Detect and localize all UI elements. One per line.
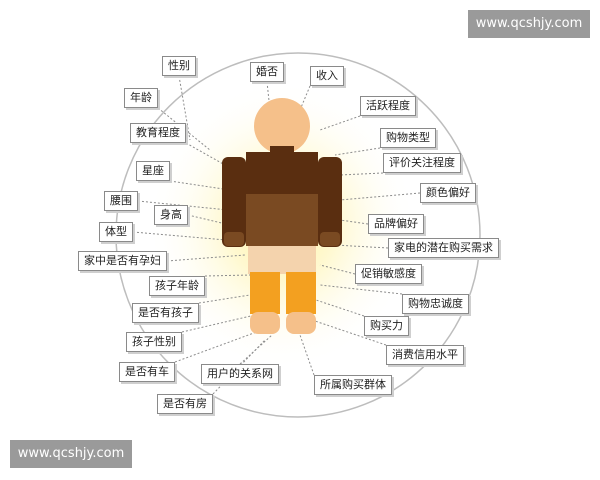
label-purchase-group: 所属购买群体 <box>314 375 392 395</box>
connector-line <box>174 329 263 363</box>
connector-line <box>132 231 227 241</box>
label-appliance-needs: 家电的潜在购买需求 <box>388 238 499 258</box>
connector-line <box>319 284 403 295</box>
connector-line <box>339 172 384 176</box>
person-right-foot <box>286 312 316 334</box>
person-left-leg <box>250 272 280 314</box>
watermark-top: www.qcshjy.com <box>468 10 590 38</box>
label-age: 年龄 <box>124 88 158 108</box>
label-education: 教育程度 <box>130 123 186 143</box>
label-income: 收入 <box>310 66 344 86</box>
label-has-car: 是否有车 <box>119 362 175 382</box>
label-gender: 性别 <box>162 56 196 76</box>
label-body-type: 体型 <box>99 222 133 242</box>
person-left-hand <box>224 232 244 246</box>
connector-line <box>339 219 369 225</box>
person-right-arm <box>318 157 342 247</box>
connector-lines <box>132 75 421 395</box>
label-has-child: 是否有孩子 <box>132 303 199 323</box>
person-shorts <box>248 246 316 274</box>
connector-line <box>266 81 271 111</box>
person-right-leg <box>286 272 316 314</box>
person-head <box>254 98 310 154</box>
connector-line <box>198 294 251 304</box>
person-right-hand <box>320 232 340 246</box>
connector-line <box>334 147 381 156</box>
connector-line <box>299 85 311 111</box>
connector-line <box>181 314 256 333</box>
label-marital-status: 婚否 <box>250 62 284 82</box>
label-child-age: 孩子年龄 <box>149 276 205 296</box>
connector-line <box>334 244 389 249</box>
connector-line <box>339 192 421 201</box>
connector-line <box>204 274 251 277</box>
person-left-foot <box>250 312 280 334</box>
label-pregnant-member: 家中是否有孕妇 <box>78 251 167 271</box>
label-purchasing-power: 购买力 <box>364 316 409 336</box>
label-waist: 腰围 <box>104 191 138 211</box>
watermark-bottom: www.qcshjy.com <box>10 440 132 468</box>
connector-line <box>185 142 226 166</box>
label-activity-level: 活跃程度 <box>360 96 416 116</box>
connector-line <box>187 214 231 226</box>
label-brand-preference: 品牌偏好 <box>368 214 424 234</box>
person-figure <box>222 98 342 334</box>
connector-line <box>319 115 361 131</box>
label-zodiac: 星座 <box>136 161 170 181</box>
label-child-gender: 孩子性别 <box>126 332 182 352</box>
label-has-house: 是否有房 <box>157 394 213 414</box>
label-user-relations: 用户的关系网 <box>201 364 279 384</box>
label-promo-sensitivity: 促销敏感度 <box>355 264 422 284</box>
label-shopping-loyalty: 购物忠诚度 <box>402 294 469 314</box>
connector-line <box>299 334 315 376</box>
label-color-preference: 颜色偏好 <box>420 183 476 203</box>
connector-line <box>178 75 191 141</box>
label-purchase-type: 购物类型 <box>380 128 436 148</box>
label-review-attention: 评价关注程度 <box>383 153 461 173</box>
person-left-arm <box>222 157 246 247</box>
label-height: 身高 <box>154 205 188 225</box>
connector-line <box>166 254 246 262</box>
connector-line <box>311 319 387 346</box>
person-torso-upper <box>246 152 318 196</box>
label-credit-level: 消费信用水平 <box>386 345 464 365</box>
person-torso-lower <box>246 194 318 246</box>
connector-line <box>315 299 365 317</box>
